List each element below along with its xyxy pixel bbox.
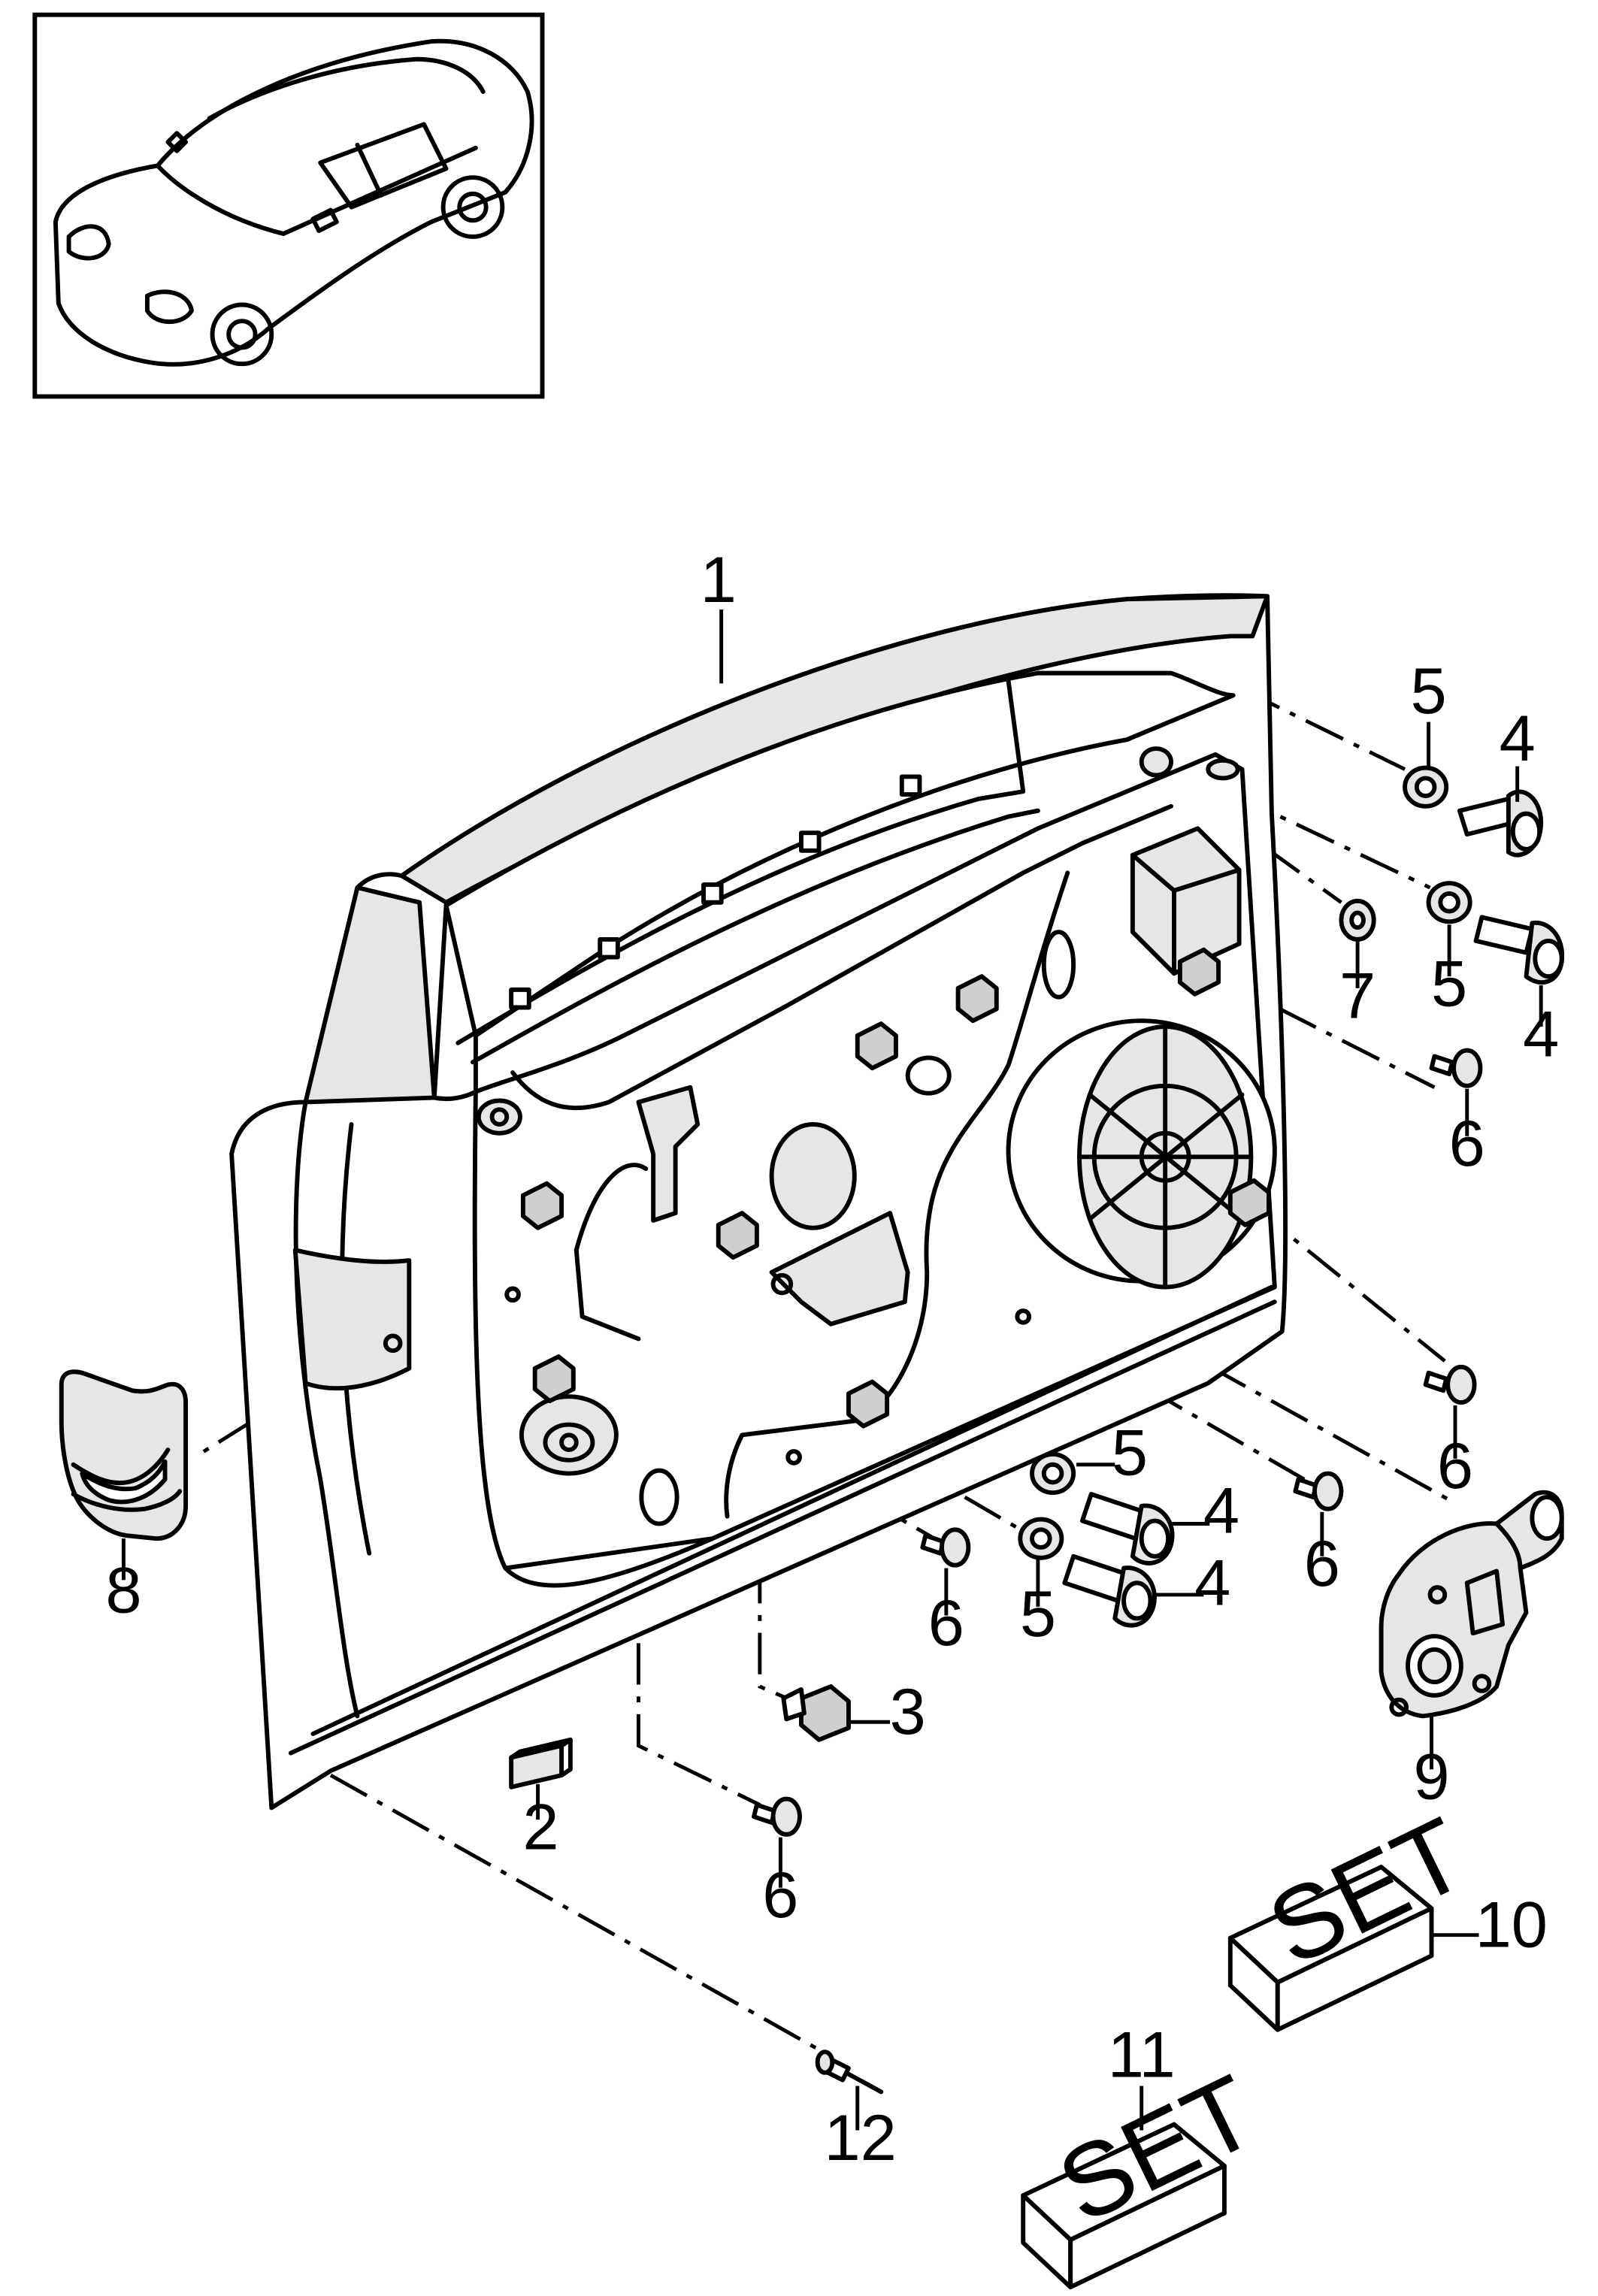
callout-1: 1 bbox=[701, 544, 737, 616]
callout-6-a: 6 bbox=[1449, 1108, 1485, 1180]
callout-11: 11 bbox=[1108, 2019, 1176, 2092]
part-5-washers bbox=[1018, 765, 1472, 1560]
callout-4-b: 4 bbox=[1523, 998, 1559, 1070]
callout-8: 8 bbox=[105, 1555, 141, 1627]
callout-4-a: 4 bbox=[1500, 703, 1536, 775]
callout-5-c: 5 bbox=[1112, 1417, 1148, 1490]
callout-7: 7 bbox=[1339, 960, 1376, 1032]
callout-leaders bbox=[121, 609, 1543, 2131]
callout-6-d: 6 bbox=[928, 1587, 964, 1659]
callout-3: 3 bbox=[890, 1676, 926, 1748]
callout-5-a: 5 bbox=[1410, 655, 1446, 728]
callout-4-c: 4 bbox=[1203, 1475, 1239, 1547]
callout-6-c: 6 bbox=[1304, 1528, 1340, 1600]
bolt-c bbox=[1080, 1492, 1175, 1565]
part-8-cover bbox=[59, 1369, 189, 1541]
trim-clips bbox=[520, 947, 1271, 1429]
vehicle-overview-inset bbox=[32, 12, 545, 399]
speaker-grille bbox=[1077, 1026, 1254, 1287]
kit-10-box: SET bbox=[1227, 1795, 1483, 2032]
callout-5-d: 5 bbox=[1020, 1578, 1056, 1650]
part-6-screws bbox=[752, 1048, 1483, 1837]
callout-4-d: 4 bbox=[1194, 1547, 1230, 1620]
part-9-motor bbox=[1379, 1490, 1564, 1719]
callout-9: 9 bbox=[1413, 1741, 1449, 1814]
bolt-d bbox=[1062, 1553, 1157, 1628]
callout-5-b: 5 bbox=[1431, 948, 1467, 1021]
bolt-a bbox=[1457, 789, 1544, 858]
callout-2: 2 bbox=[522, 1792, 558, 1864]
door-shell bbox=[229, 593, 1288, 1810]
part-3-plug bbox=[781, 1684, 851, 1742]
callout-12: 12 bbox=[825, 2102, 897, 2174]
callout-6-e: 6 bbox=[762, 1859, 798, 1931]
part-2-pad bbox=[509, 1737, 573, 1789]
callout-6-b: 6 bbox=[1437, 1430, 1473, 1502]
part-4-bolts bbox=[1062, 789, 1565, 1628]
callout-labels: 1 2 3 4 4 4 4 5 5 5 5 6 6 6 6 6 6 7 8 9 … bbox=[105, 544, 1559, 2174]
bolt-b bbox=[1473, 915, 1565, 985]
part-7-washer bbox=[1339, 898, 1376, 942]
part-12-rivet bbox=[815, 2049, 884, 2095]
callout-10: 10 bbox=[1475, 1889, 1548, 1961]
